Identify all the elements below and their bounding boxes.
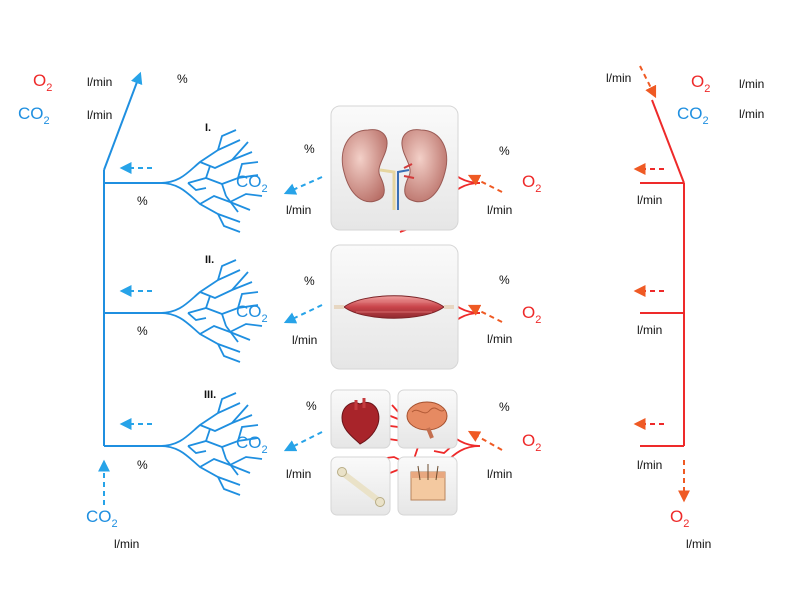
svg-text:O2: O2 [522, 431, 541, 454]
flow-label: l/min [637, 458, 662, 472]
percent-label: % [304, 274, 315, 288]
legend-right-co2: CO2 [677, 104, 709, 127]
kidneys-tile [330, 105, 459, 231]
flow-label: l/min [637, 323, 662, 337]
flow-label: l/min [292, 333, 317, 347]
tissue-co2-arrows [283, 176, 323, 452]
section-label-1: I. [205, 122, 211, 134]
percent-label: % [304, 142, 315, 156]
svg-text:CO2: CO2 [236, 172, 268, 195]
heart-icon [341, 398, 380, 445]
percent-label: % [499, 400, 510, 414]
percent-label: % [306, 399, 317, 413]
bottom-o2-label: O2 [670, 507, 689, 530]
capillary-o2-label-1: O2 [522, 172, 541, 195]
flow-label: l/min [487, 467, 512, 481]
flow-label: l/min [487, 203, 512, 217]
svg-text:CO2: CO2 [236, 433, 268, 456]
skin-icon [410, 464, 446, 501]
flow-label: l/min [487, 332, 512, 346]
bone-icon [337, 467, 385, 507]
arterial-supply-arrows [633, 163, 664, 430]
svg-text:O2: O2 [522, 303, 541, 326]
svg-text:CO2: CO2 [236, 302, 268, 325]
kidneys-icon [341, 129, 448, 210]
muscle-icon [334, 295, 454, 319]
skin-tile [397, 456, 458, 516]
flow-label: l/min [286, 467, 311, 481]
flow-label: l/min [606, 71, 631, 85]
venous-capillary-network-3 [159, 392, 263, 496]
percent-label: % [499, 144, 510, 158]
legend-left-o2: O2 [33, 71, 52, 94]
venous-capillary-network-1 [159, 129, 263, 233]
section-label-2: II. [205, 254, 214, 266]
percent-label: % [137, 458, 148, 472]
bottom-co2-label: CO2 [86, 507, 118, 530]
percent-label: % [137, 194, 148, 208]
capillary-co2-label-3: CO2 [236, 433, 268, 456]
capillary-co2-label-1: CO2 [236, 172, 268, 195]
flow-label: l/min [739, 107, 764, 121]
svg-text:CO2: CO2 [18, 104, 50, 127]
flow-label: l/min [739, 77, 764, 91]
muscle-tile [330, 244, 459, 370]
capillary-co2-label-2: CO2 [236, 302, 268, 325]
svg-text:O2: O2 [691, 72, 710, 95]
capillary-o2-label-2: O2 [522, 303, 541, 326]
capillary-o2-label-3: O2 [522, 431, 541, 454]
legend-right-o2: O2 [691, 72, 710, 95]
brain-tile [397, 389, 458, 449]
legend-left-co2: CO2 [18, 104, 50, 127]
percent-label: % [499, 273, 510, 287]
svg-text:CO2: CO2 [86, 507, 118, 530]
svg-text:O2: O2 [33, 71, 52, 94]
svg-text:CO2: CO2 [677, 104, 709, 127]
svg-text:O2: O2 [522, 172, 541, 195]
o2-input-arrow [639, 65, 657, 99]
flow-label: l/min [87, 108, 112, 122]
svg-text:O2: O2 [670, 507, 689, 530]
venous-capillary-network-2 [159, 259, 263, 363]
bone-tile [330, 456, 391, 516]
tissue-o2-arrows [467, 174, 503, 451]
venous-trunk [103, 71, 160, 447]
percent-label: % [177, 72, 188, 86]
flow-label: l/min [686, 537, 711, 551]
flow-label: l/min [114, 537, 139, 551]
arterial-trunk [640, 99, 685, 447]
percent-label: % [137, 324, 148, 338]
flow-label: l/min [637, 193, 662, 207]
brain-icon [406, 401, 448, 439]
heart-tile [330, 389, 391, 449]
flow-label: l/min [87, 75, 112, 89]
venous-return-arrows [119, 162, 152, 430]
flow-label: l/min [286, 203, 311, 217]
section-label-3: III. [204, 389, 216, 401]
